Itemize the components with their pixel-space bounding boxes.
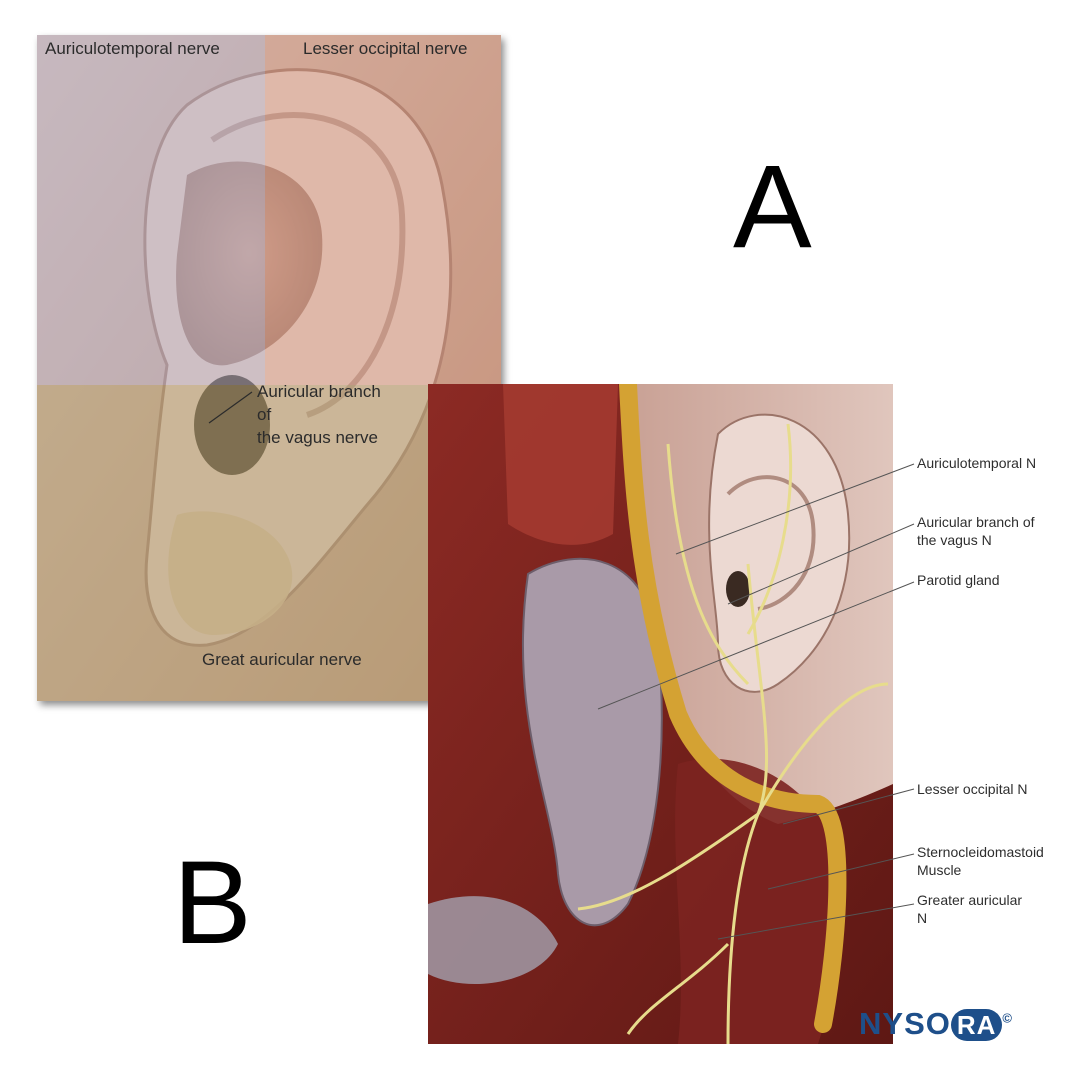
sternocleidomastoid-muscle xyxy=(675,758,839,1044)
label-greater-auricular-line1: Greater auricular xyxy=(917,892,1023,908)
panel-b-neck-anatomy: Auriculotemporal N Auricular branch of t… xyxy=(428,384,1080,1044)
panel-letter-b: B xyxy=(173,837,252,969)
label-great-auricular-nerve: Great auricular nerve xyxy=(202,650,362,669)
label-lesser-occipital-n: Lesser occipital N xyxy=(917,781,1028,797)
panel-letter-a: A xyxy=(733,141,812,273)
copyright-symbol: © xyxy=(1002,1010,1014,1026)
label-scm-line1: Sternocleidomastoid xyxy=(917,844,1044,860)
label-vagus-line1: Auricular branch xyxy=(257,382,381,401)
zone-auriculotemporal xyxy=(37,35,265,385)
zone-great-auricular xyxy=(37,385,501,701)
brand-text: NYSO xyxy=(859,1006,951,1041)
label-parotid-gland: Parotid gland xyxy=(917,572,1000,588)
label-vagus-n-line2: the vagus N xyxy=(917,532,992,548)
ear-illustration-a xyxy=(37,35,501,701)
parotid-gland xyxy=(521,557,663,927)
label-leader-lines xyxy=(597,463,915,940)
label-lesser-occipital-nerve: Lesser occipital nerve xyxy=(303,39,468,58)
zone-lesser-occipital xyxy=(265,35,501,385)
panel-a-ear-dermatomes: Auriculotemporal nerve Lesser occipital … xyxy=(37,35,501,701)
nerve-branches xyxy=(577,423,889,1044)
label-scm-line2: Muscle xyxy=(917,862,962,878)
label-vagus-line3: the vagus nerve xyxy=(257,428,378,447)
label-vagus-line2: of xyxy=(257,405,272,424)
label-auriculotemporal-nerve: Auriculotemporal nerve xyxy=(45,39,220,58)
anatomy-illustration-b xyxy=(428,384,1080,1044)
brand-logo-badge: RA xyxy=(950,1009,1003,1041)
label-auriculotemporal-n: Auriculotemporal N xyxy=(917,455,1037,471)
label-vagus-n-line1: Auricular branch of xyxy=(917,514,1035,530)
label-greater-auricular-line2: N xyxy=(917,910,928,926)
fat-tissue-chain xyxy=(619,384,847,1033)
vagus-leader-line xyxy=(208,391,253,424)
